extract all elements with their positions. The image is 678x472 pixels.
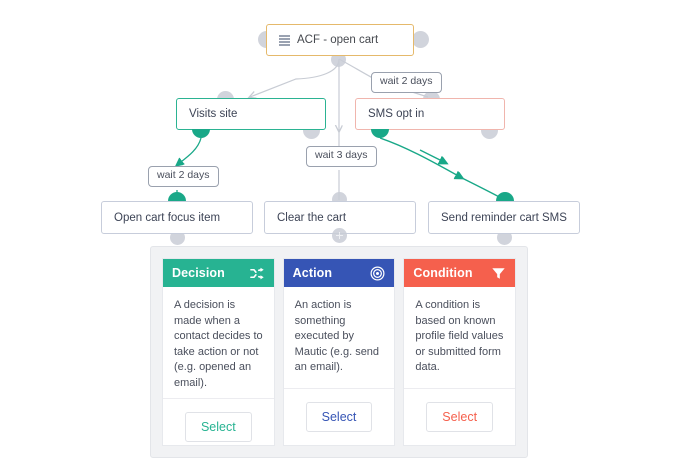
flow-node-root-label: ACF - open cart <box>297 34 379 46</box>
flow-node-visits-site-label: Visits site <box>189 108 238 120</box>
event-card-condition-text: A condition is based on known profile fi… <box>404 287 516 389</box>
event-card-condition-footer: Select <box>404 389 515 445</box>
event-card-condition: Condition A condition is based on known … <box>403 258 517 446</box>
sms-opt-in-bottom-anchor[interactable] <box>371 129 389 138</box>
event-card-action-footer: Select <box>284 389 395 445</box>
open-cart-top-anchor[interactable] <box>168 192 186 201</box>
flow-node-root[interactable]: ACF - open cart <box>266 24 414 56</box>
event-card-action: Action An action is something executed b… <box>282 258 396 446</box>
wait-pill-2-days-left[interactable]: wait 2 days <box>148 166 219 187</box>
flow-node-open-cart-focus-item[interactable]: Open cart focus item <box>101 201 253 234</box>
event-card-decision: Decision A decision is made when a conta… <box>162 258 275 446</box>
flow-node-send-reminder-label: Send reminder cart SMS <box>441 211 567 224</box>
decision-select-button[interactable]: Select <box>184 411 252 442</box>
event-card-condition-header: Condition <box>404 259 516 287</box>
event-card-condition-title: Condition <box>413 266 473 280</box>
flow-node-open-cart-label: Open cart focus item <box>114 211 221 224</box>
filter-icon <box>492 267 505 279</box>
root-node-right-port[interactable] <box>412 31 429 48</box>
condition-select-button[interactable]: Select <box>426 402 494 432</box>
visits-site-bottom-anchor[interactable] <box>192 129 210 138</box>
shuffle-icon <box>249 267 264 279</box>
flow-node-send-reminder-cart-sms[interactable]: Send reminder cart SMS <box>428 201 580 234</box>
list-icon <box>279 35 290 46</box>
flow-node-sms-opt-in[interactable]: SMS opt in <box>355 98 505 130</box>
send-reminder-top-anchor[interactable] <box>496 192 514 201</box>
event-card-decision-title: Decision <box>172 266 225 280</box>
flow-node-sms-opt-in-label: SMS opt in <box>368 108 425 120</box>
clear-cart-add-button[interactable] <box>332 228 347 243</box>
event-card-action-header: Action <box>283 259 395 287</box>
flow-node-visits-site[interactable]: Visits site <box>176 98 326 130</box>
event-card-decision-text: A decision is made when a contact decide… <box>163 287 274 399</box>
event-card-action-title: Action <box>292 266 333 280</box>
flow-node-clear-cart-label: Clear the cart <box>277 211 347 224</box>
action-select-button[interactable]: Select <box>305 402 373 432</box>
event-card-decision-header: Decision <box>163 259 274 287</box>
bullseye-icon <box>370 266 385 280</box>
event-type-selector-panel: Decision A decision is made when a conta… <box>150 246 528 458</box>
event-card-decision-footer: Select <box>163 399 274 455</box>
event-card-action-text: An action is something executed by Mauti… <box>283 287 395 389</box>
wait-pill-2-days-top[interactable]: wait 2 days <box>371 72 442 93</box>
wait-pill-3-days[interactable]: wait 3 days <box>306 146 377 167</box>
